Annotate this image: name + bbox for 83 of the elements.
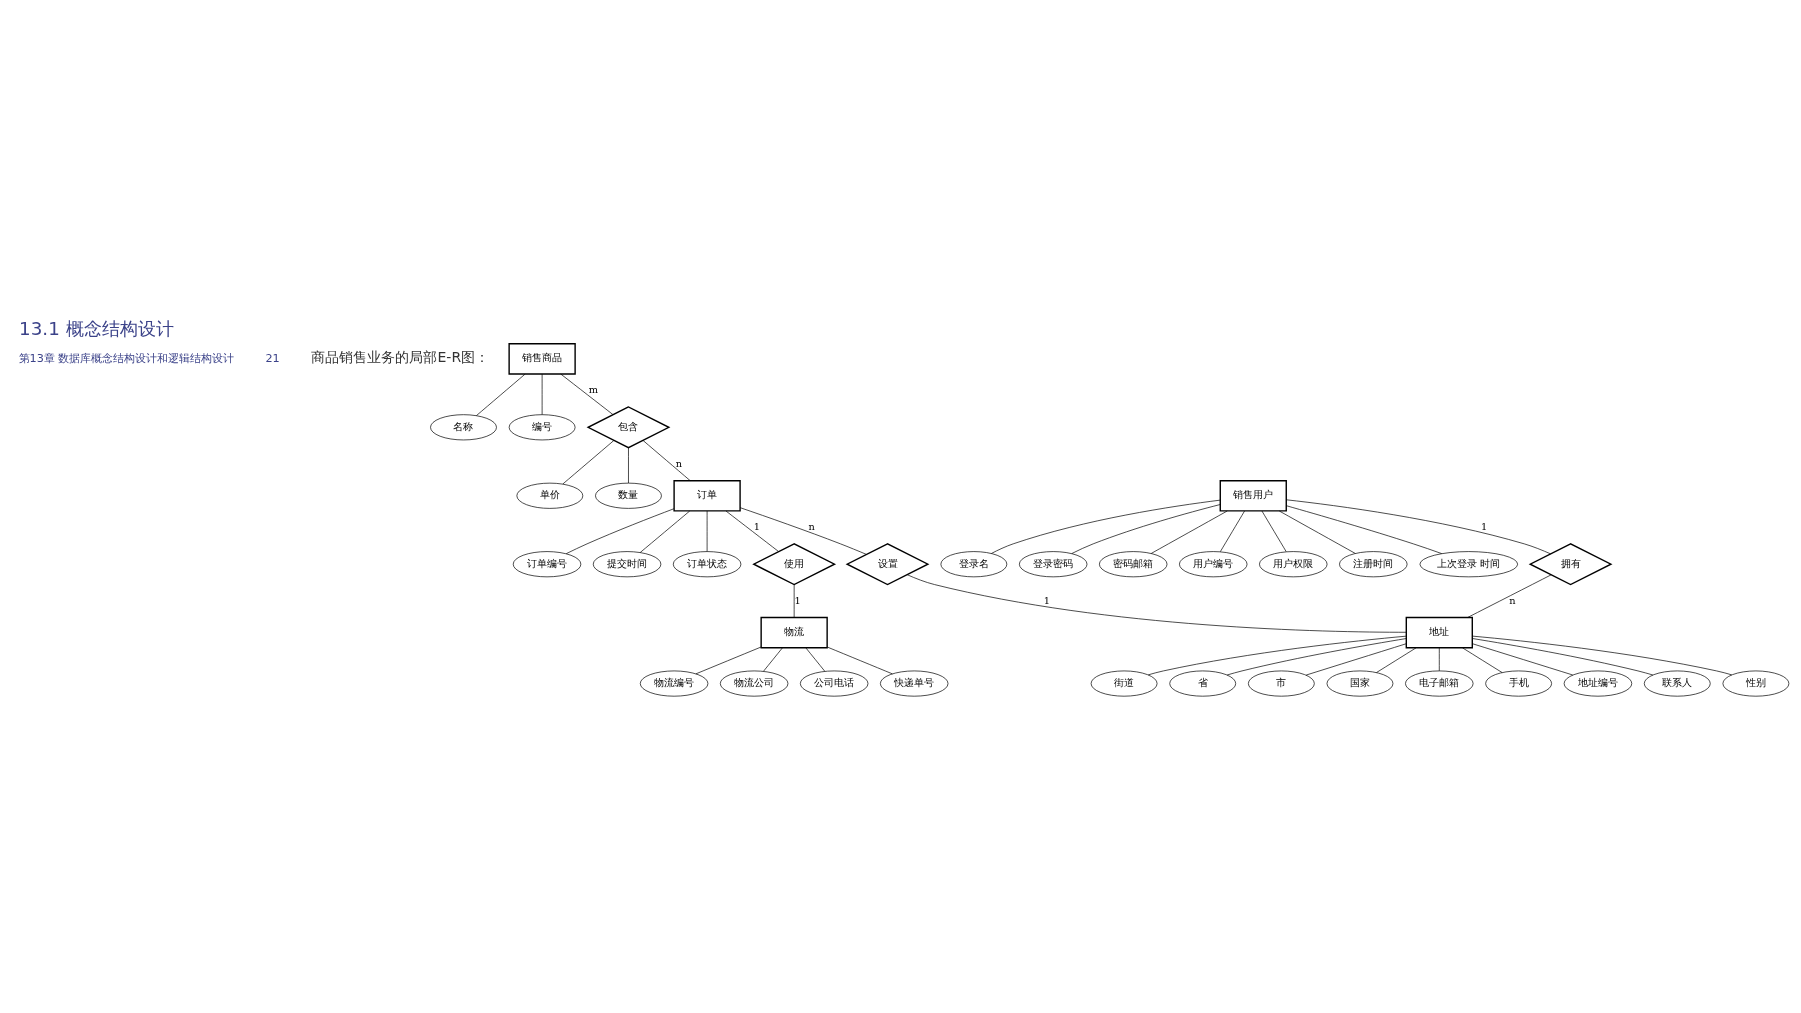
node-ellipse: 电子邮箱 [1405, 670, 1474, 697]
connector [1438, 647, 1440, 671]
connector [826, 646, 893, 674]
connector [639, 510, 691, 553]
connector [560, 373, 614, 415]
connector [1462, 646, 1503, 673]
edge-label: 1 [1481, 520, 1488, 532]
node-ellipse: 名称 [430, 413, 497, 440]
node-diamond: 拥有 [1528, 542, 1613, 585]
node-box: 销售用户 [1219, 479, 1287, 512]
connector [1150, 510, 1228, 554]
connector [1305, 642, 1407, 675]
node-diamond: 设置 [845, 542, 930, 585]
connector [805, 647, 826, 672]
connector [1261, 510, 1287, 552]
node-ellipse: 手机 [1485, 670, 1552, 697]
node-ellipse: 编号 [508, 413, 576, 440]
label: 第13章 数据库概念结构设计和逻辑结构设计 [18, 351, 235, 365]
node-diamond: 使用 [752, 542, 837, 585]
diagram-title: 13.1 概念结构设计 [19, 317, 174, 339]
connector [541, 373, 543, 415]
node-box: 地址 [1405, 616, 1473, 648]
node-ellipse: 登录密码 [1019, 550, 1088, 577]
node-ellipse: 地址编号 [1563, 670, 1633, 697]
node-ellipse: 联系人 [1643, 670, 1711, 697]
connector [1472, 637, 1654, 675]
edge-label: 1 [1043, 594, 1050, 606]
node-ellipse: 街道 [1090, 670, 1158, 697]
node-ellipse: 登录名 [940, 550, 1008, 577]
connector [1286, 504, 1443, 554]
connector [793, 583, 795, 618]
edge-label: m [588, 383, 599, 395]
connector [1467, 573, 1552, 618]
connector [628, 446, 629, 483]
node-diamond: 包含 [586, 405, 671, 448]
connector [1472, 635, 1733, 675]
node-box: 销售商品 [508, 342, 576, 375]
node-ellipse: 订单状态 [672, 550, 742, 577]
connector [1071, 503, 1221, 554]
node-ellipse: 用户编号 [1179, 550, 1248, 577]
connector [1376, 646, 1417, 673]
node-ellipse: 数量 [595, 482, 662, 509]
label: 21 [265, 351, 280, 365]
connector [1226, 637, 1407, 675]
node-ellipse: 提交时间 [592, 550, 662, 577]
connector [739, 506, 867, 555]
connector [562, 439, 615, 484]
connector [1278, 510, 1356, 554]
edge-label: 1 [794, 594, 801, 606]
connector [1472, 642, 1574, 675]
node-ellipse: 公司电话 [800, 670, 869, 697]
node-ellipse: 物流编号 [639, 670, 709, 697]
connector [565, 507, 675, 554]
connector [906, 573, 1407, 633]
connector [642, 439, 691, 481]
connector [725, 510, 779, 552]
connector [706, 510, 708, 552]
node-ellipse: 密码邮箱 [1099, 550, 1168, 577]
node-ellipse: 订单编号 [512, 550, 582, 577]
connector [1286, 498, 1551, 554]
node-ellipse: 市 [1248, 670, 1315, 697]
edge-label: n [808, 520, 815, 532]
node-ellipse: 注册时间 [1339, 550, 1408, 577]
node-ellipse: 省 [1169, 670, 1237, 697]
connector [763, 647, 783, 672]
node-ellipse: 物流公司 [719, 670, 789, 697]
node-ellipse: 快递单号 [880, 670, 949, 697]
connector [991, 499, 1221, 554]
node-ellipse: 单价 [516, 482, 584, 509]
connector [1147, 635, 1407, 675]
node-ellipse: 性别 [1722, 670, 1790, 697]
node-box: 物流 [760, 616, 828, 648]
label: 商品销售业务的局部E-R图： [311, 348, 490, 365]
connector [1219, 510, 1245, 552]
node-box: 订单 [673, 479, 741, 512]
edge-label: n [1509, 594, 1516, 606]
edge-label: 1 [753, 520, 761, 532]
connector [695, 646, 762, 674]
node-ellipse: 用户权限 [1259, 550, 1328, 577]
connector [476, 373, 526, 416]
node-ellipse: 国家 [1326, 670, 1394, 697]
edge-label: n [675, 457, 683, 469]
node-ellipse: 上次登录 时间 [1419, 550, 1518, 577]
